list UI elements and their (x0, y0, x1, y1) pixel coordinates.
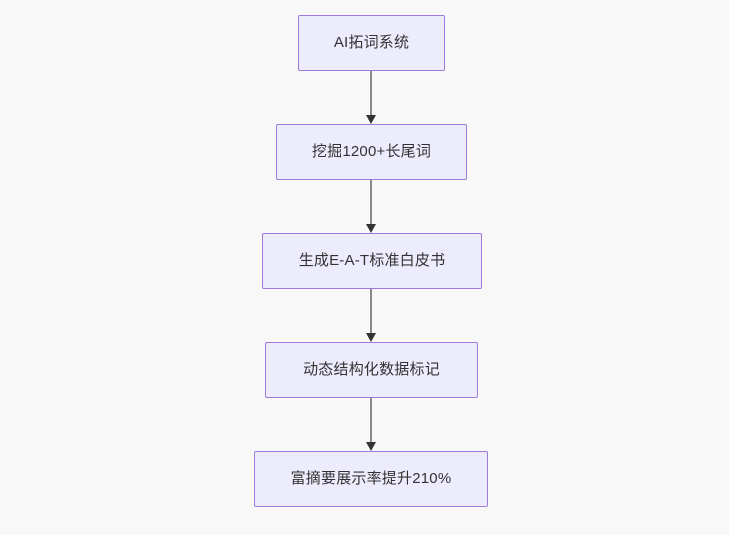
flowchart-node-label: 挖掘1200+长尾词 (311, 143, 432, 160)
flowchart-node-n2[interactable]: 挖掘1200+长尾词 (276, 124, 467, 180)
flowchart-edge-n2-n3 (366, 180, 376, 233)
edge-line (370, 398, 372, 442)
flowchart-node-label: 富摘要展示率提升210% (290, 470, 452, 487)
flowchart-node-label: 生成E-A-T标准白皮书 (298, 252, 446, 269)
flowchart-node-n5[interactable]: 富摘要展示率提升210% (254, 451, 488, 507)
flowchart-node-n4[interactable]: 动态结构化数据标记 (265, 342, 478, 398)
edge-line (370, 71, 372, 115)
flowchart-edge-n1-n2 (366, 71, 376, 124)
arrowhead-icon (366, 442, 376, 451)
edge-line (370, 289, 372, 333)
arrowhead-icon (366, 224, 376, 233)
flowchart-edge-n3-n4 (366, 289, 376, 342)
edge-line (370, 180, 372, 224)
flowchart-node-n3[interactable]: 生成E-A-T标准白皮书 (262, 233, 482, 289)
flowchart-node-n1[interactable]: AI拓词系统 (298, 15, 445, 71)
arrowhead-icon (366, 333, 376, 342)
flowchart-node-label: 动态结构化数据标记 (303, 361, 440, 378)
flowchart-node-label: AI拓词系统 (333, 34, 410, 51)
arrowhead-icon (366, 115, 376, 124)
flowchart-edge-n4-n5 (366, 398, 376, 451)
